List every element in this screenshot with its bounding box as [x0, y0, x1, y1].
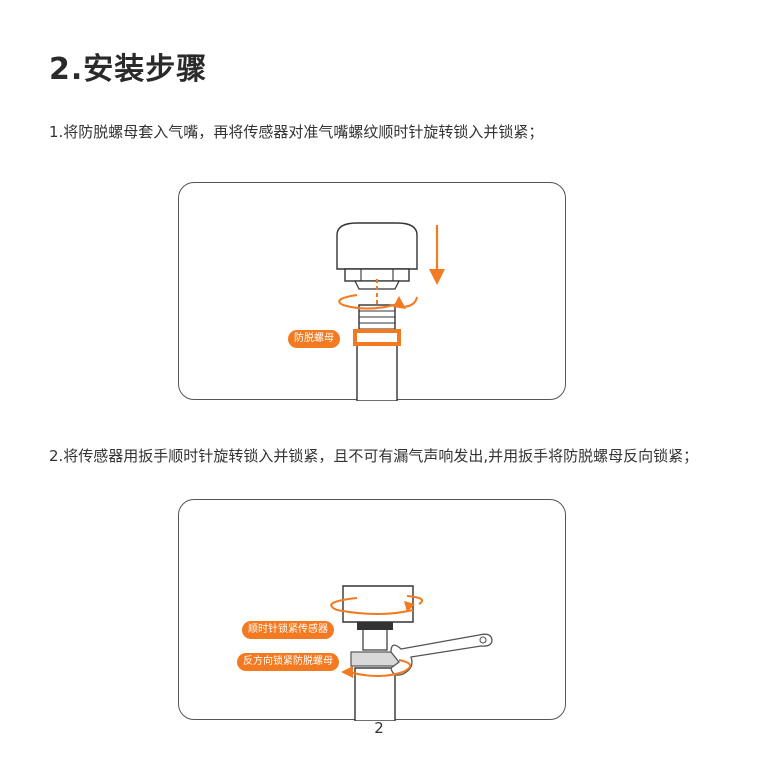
- rotate-clockwise-icon: [338, 294, 402, 310]
- sensor-cap: [342, 585, 414, 623]
- step-1-illustration: 防脱螺母: [178, 182, 566, 401]
- reverse-lock-nut-label: 反方向锁紧防脱螺母: [237, 653, 339, 671]
- wrench-tighten-diagram: [330, 585, 493, 721]
- sensor-install-diagram: [336, 222, 445, 401]
- page-number: 2: [374, 719, 384, 737]
- rotate-clockwise-top-icon: [330, 597, 414, 615]
- step-2-illustration: 顺时针锁紧传感器 反方向锁紧防脱螺母: [178, 499, 566, 721]
- anti-loosening-nut-label: 防脱螺母: [288, 330, 340, 348]
- wrench-icon: [390, 633, 493, 676]
- valve-thread: [362, 627, 388, 651]
- anti-loosening-nut: [353, 329, 401, 346]
- sensor-hex: [357, 622, 393, 630]
- page-title: 2.安装步骤: [49, 52, 208, 87]
- step-2-text: 2.将传感器用扳手顺时针旋转锁入并锁紧，且不可有漏气声响发出,并用扳手将防脱螺母…: [49, 447, 699, 465]
- sensor-cap: [336, 222, 418, 270]
- tighten-sensor-label: 顺时针锁紧传感器: [242, 621, 334, 639]
- rotate-counterclockwise-bottom-icon: [348, 659, 411, 677]
- step-1-text: 1.将防脱螺母套入气嘴，再将传感器对准气嘴螺纹顺时针旋转锁入并锁紧；: [49, 123, 544, 141]
- valve-stem: [356, 342, 398, 401]
- anti-loosening-nut: [350, 651, 400, 667]
